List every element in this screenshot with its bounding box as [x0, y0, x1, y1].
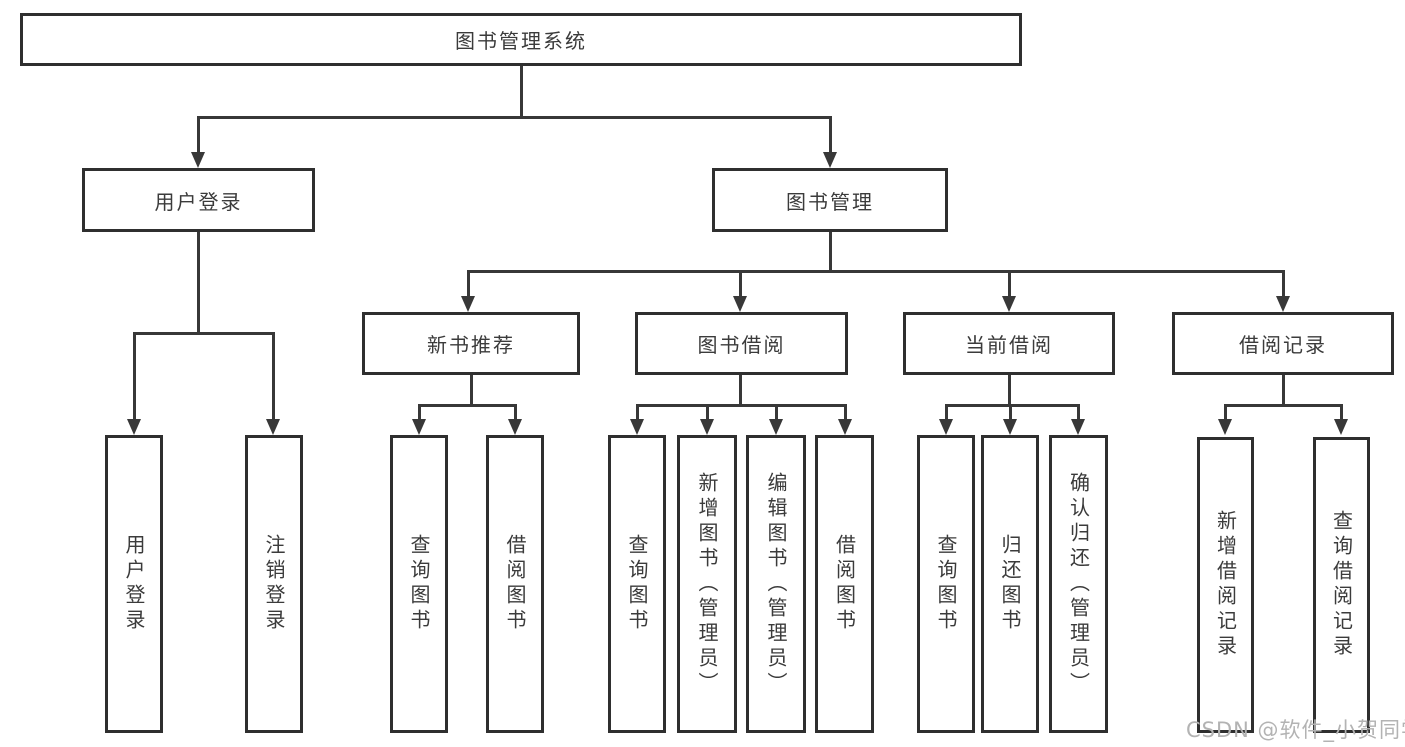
- leaf-add-borrow-record: 新增借阅记录: [1197, 437, 1254, 733]
- connector-line: [1282, 375, 1285, 407]
- connector-line: [1282, 270, 1285, 298]
- leaf-edit-book-admin-label: 编辑图书（管理员）: [764, 471, 788, 697]
- node-borrowing-records-label: 借阅记录: [1239, 333, 1327, 357]
- leaf-add-book-admin: 新增图书（管理员）: [677, 435, 737, 733]
- connector-line: [1008, 375, 1011, 407]
- node-user-login-label: 用户登录: [154, 189, 243, 214]
- node-root: 图书管理系统: [20, 13, 1022, 66]
- arrowhead-down-icon: [127, 419, 141, 435]
- leaf-query-book-borrowing: 查询图书: [608, 435, 666, 733]
- connector-line: [829, 116, 832, 153]
- node-root-label: 图书管理系统: [455, 29, 587, 53]
- node-book-management: 图书管理: [712, 168, 948, 232]
- connector-line: [945, 404, 1079, 407]
- leaf-query-book-recommend-label: 查询图书: [407, 534, 431, 634]
- leaf-borrow-book: 借阅图书: [815, 435, 874, 733]
- leaf-borrow-book-recommend-label: 借阅图书: [503, 534, 527, 634]
- leaf-query-borrow-record: 查询借阅记录: [1313, 437, 1370, 733]
- leaf-user-login: 用户登录: [105, 435, 163, 733]
- leaf-return-book: 归还图书: [981, 435, 1039, 733]
- leaf-edit-book-admin: 编辑图书（管理员）: [746, 435, 806, 733]
- connector-line: [467, 270, 1285, 273]
- arrowhead-down-icon: [700, 419, 714, 435]
- leaf-logout: 注销登录: [245, 435, 303, 733]
- leaf-add-borrow-record-label: 新增借阅记录: [1213, 510, 1238, 660]
- connector-line: [739, 270, 742, 298]
- connector-line: [636, 404, 639, 421]
- arrowhead-down-icon: [266, 419, 280, 435]
- node-current-borrowing-label: 当前借阅: [965, 333, 1053, 357]
- node-user-login: 用户登录: [82, 168, 315, 232]
- leaf-borrow-book-label: 借阅图书: [832, 534, 857, 634]
- connector-line: [514, 404, 517, 421]
- arrowhead-down-icon: [630, 419, 644, 435]
- connector-line: [636, 404, 846, 407]
- arrowhead-down-icon: [1003, 419, 1017, 435]
- node-book-borrowing-label: 图书借阅: [697, 333, 786, 357]
- connector-line: [739, 375, 742, 407]
- arrowhead-down-icon: [823, 152, 837, 168]
- leaf-add-book-admin-label: 新增图书（管理员）: [695, 471, 719, 697]
- leaf-confirm-return-admin: 确认归还（管理员）: [1049, 435, 1108, 733]
- connector-line: [470, 375, 473, 407]
- leaf-query-book-current-label: 查询图书: [934, 534, 958, 634]
- leaf-query-borrow-record-label: 查询借阅记录: [1329, 510, 1354, 660]
- connector-line: [467, 270, 470, 298]
- connector-line: [1077, 404, 1080, 421]
- connector-line: [844, 404, 847, 421]
- connector-line: [133, 332, 136, 420]
- connector-line: [520, 64, 523, 119]
- connector-line: [775, 404, 778, 421]
- connector-line: [197, 116, 832, 119]
- node-book-borrowing: 图书借阅: [635, 312, 848, 375]
- connector-line: [829, 232, 832, 273]
- node-new-book-recommend-label: 新书推荐: [427, 333, 515, 357]
- node-borrowing-records: 借阅记录: [1172, 312, 1394, 375]
- connector-line: [197, 232, 200, 335]
- arrowhead-down-icon: [733, 296, 747, 312]
- connector-line: [706, 404, 709, 421]
- arrowhead-down-icon: [769, 419, 783, 435]
- csdn-watermark: CSDN @软件_小贺同学: [1186, 718, 1405, 742]
- connector-line: [1224, 404, 1343, 407]
- connector-line: [272, 332, 275, 420]
- node-new-book-recommend: 新书推荐: [362, 312, 580, 375]
- arrowhead-down-icon: [412, 419, 426, 435]
- arrowhead-down-icon: [461, 296, 475, 312]
- leaf-query-book-borrowing-label: 查询图书: [625, 534, 649, 634]
- connector-line: [1008, 270, 1011, 298]
- arrowhead-down-icon: [1218, 419, 1232, 435]
- leaf-query-book-current: 查询图书: [917, 435, 975, 733]
- arrowhead-down-icon: [191, 152, 205, 168]
- arrowhead-down-icon: [508, 419, 522, 435]
- connector-line: [197, 116, 200, 153]
- arrowhead-down-icon: [1071, 419, 1085, 435]
- arrowhead-down-icon: [1002, 296, 1016, 312]
- leaf-user-login-label: 用户登录: [122, 534, 146, 634]
- arrowhead-down-icon: [939, 419, 953, 435]
- leaf-query-book-recommend: 查询图书: [390, 435, 448, 733]
- leaf-confirm-return-admin-label: 确认归还（管理员）: [1066, 471, 1091, 697]
- connector-line: [1340, 404, 1343, 421]
- arrowhead-down-icon: [1334, 419, 1348, 435]
- arrowhead-down-icon: [1276, 296, 1290, 312]
- leaf-logout-label: 注销登录: [262, 534, 286, 634]
- connector-line: [418, 404, 421, 421]
- connector-line: [418, 404, 516, 407]
- node-book-management-label: 图书管理: [786, 189, 874, 214]
- connector-line: [1224, 404, 1227, 421]
- leaf-borrow-book-recommend: 借阅图书: [486, 435, 544, 733]
- connector-line: [133, 332, 275, 335]
- leaf-return-book-label: 归还图书: [998, 534, 1022, 634]
- connector-line: [945, 404, 948, 421]
- node-current-borrowing: 当前借阅: [903, 312, 1115, 375]
- arrowhead-down-icon: [838, 419, 852, 435]
- connector-line: [1009, 404, 1012, 421]
